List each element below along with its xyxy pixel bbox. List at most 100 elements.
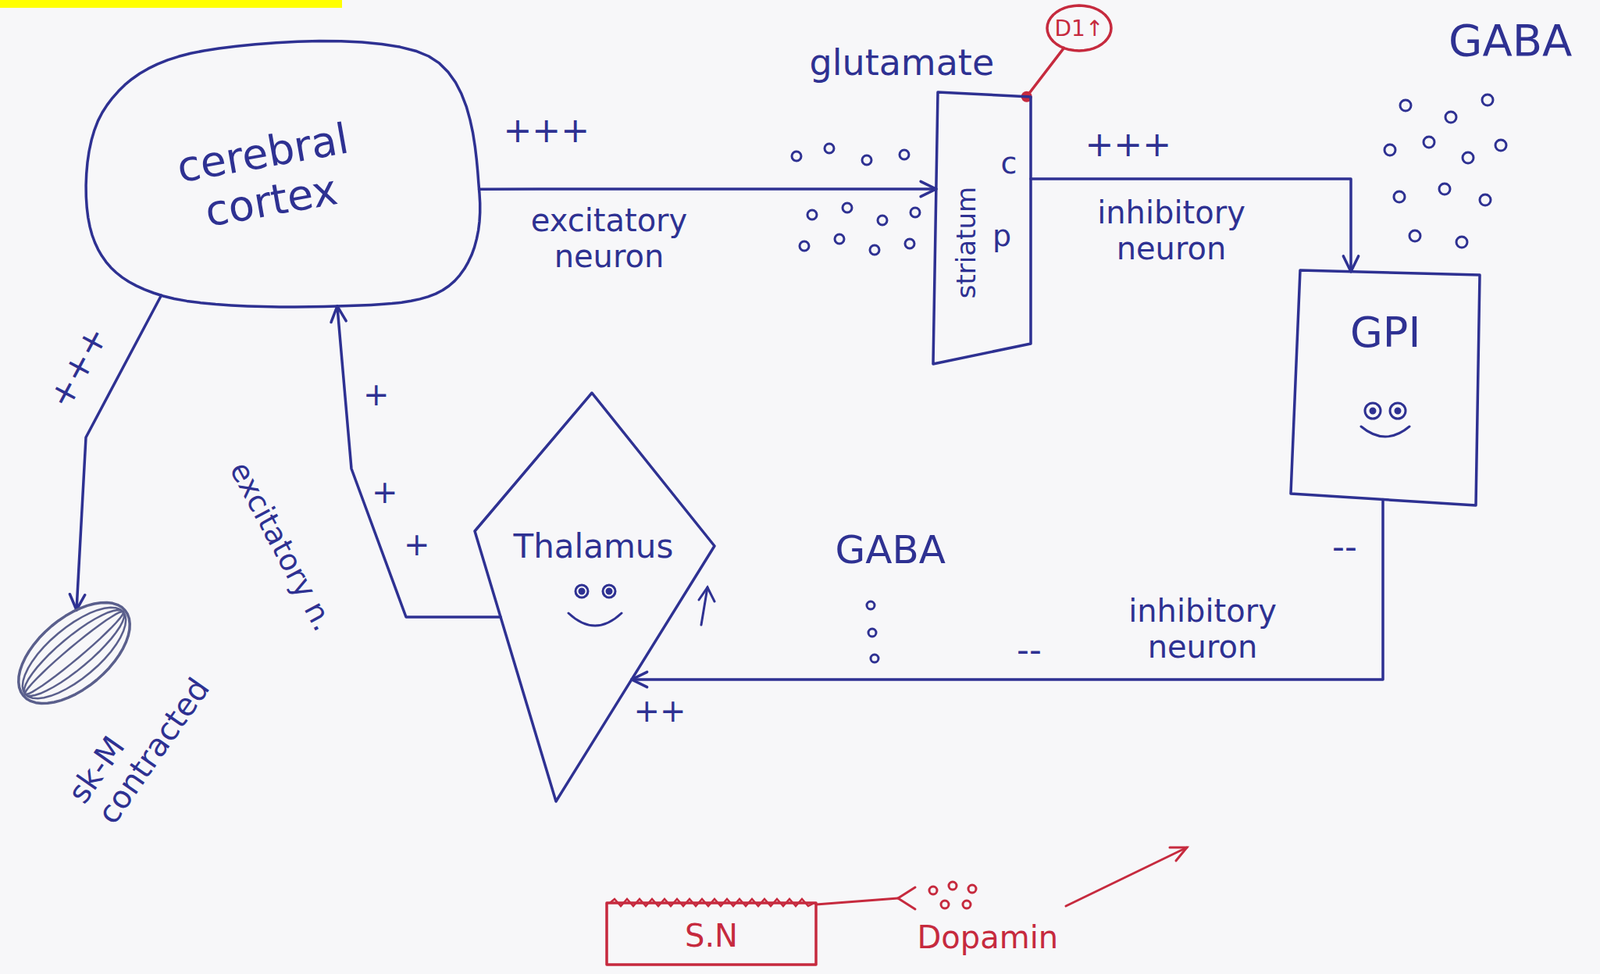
edge-label: inhibitory neuron <box>1093 592 1312 665</box>
connector-line <box>1026 47 1065 97</box>
annotation-label: +++ <box>503 110 591 151</box>
vesicle <box>929 886 938 895</box>
highlight-bar <box>0 0 343 8</box>
edge-label: excitatory n. <box>222 456 341 637</box>
neuron-squiggle <box>609 898 815 906</box>
muscle-label: sk-M contracted <box>60 622 236 831</box>
annotation-label: -- <box>1016 630 1042 670</box>
smiley-face <box>1361 402 1410 437</box>
face-pupil <box>606 588 612 594</box>
part-letter: p <box>992 219 1012 254</box>
node-border <box>1290 270 1480 506</box>
face-eye <box>602 584 616 598</box>
cortex-blob: cerebral cortex <box>85 42 489 313</box>
muscle-fiber <box>24 609 125 696</box>
node-border <box>85 41 481 307</box>
vesicle <box>862 155 872 165</box>
vesicle <box>834 234 845 244</box>
muscle-fibers <box>22 607 126 699</box>
gaba-vesicles <box>866 601 879 663</box>
vesicle <box>910 207 920 218</box>
vesicle <box>940 900 949 909</box>
vesicle <box>905 238 915 249</box>
connector <box>631 499 1383 688</box>
vesicle <box>1445 111 1457 123</box>
node-outline <box>1290 270 1480 506</box>
vesicle <box>1462 152 1474 164</box>
connector-line <box>631 499 1383 681</box>
vesicle <box>1495 139 1507 151</box>
annotation-label: GABA <box>835 527 946 574</box>
connector <box>331 306 501 617</box>
arrow-head <box>1169 847 1187 861</box>
connector <box>1021 47 1065 102</box>
muscle-fiber <box>24 611 124 695</box>
node-border <box>18 602 130 703</box>
vesicle <box>948 881 957 890</box>
connector-line <box>479 187 937 191</box>
vesicle <box>1400 99 1412 111</box>
annotation-label: ++ <box>634 692 687 729</box>
vesicle <box>1393 191 1405 203</box>
vesicle <box>962 900 971 909</box>
region-name: cerebral cortex <box>146 110 387 246</box>
annotation-label: glutamate <box>809 42 995 84</box>
globus-pallidus-box: GPI <box>1290 270 1480 506</box>
skeletal-muscle: sk-M contracted <box>6 577 264 836</box>
striatum-box: striatumcp <box>933 92 1031 364</box>
face-mouth <box>568 612 622 626</box>
arrow-head <box>1343 256 1358 272</box>
face-eye <box>575 584 588 598</box>
vesicle <box>791 151 802 161</box>
part-letter: c <box>1001 146 1018 182</box>
vesicle <box>799 241 809 251</box>
annotation-label: +++ <box>40 319 117 414</box>
node-outline <box>468 386 719 809</box>
annotation-label: + <box>371 473 399 510</box>
axon-line <box>816 897 898 905</box>
face-pupil <box>1395 408 1401 414</box>
annotation-label: + <box>363 376 390 413</box>
vesicle <box>1479 194 1491 206</box>
edge-label: inhibitory neuron <box>1061 194 1281 267</box>
connector <box>1030 178 1359 272</box>
connector <box>479 181 937 196</box>
glutamate-vesicles <box>791 143 920 255</box>
axon-terminal <box>897 887 916 909</box>
smiley-face <box>568 584 622 626</box>
face-eye <box>1364 402 1381 419</box>
vesicle <box>869 245 880 255</box>
arrow-head <box>920 181 937 196</box>
node-outline <box>933 92 1031 364</box>
vesicle <box>824 143 834 154</box>
vesicle <box>870 654 879 663</box>
vesicle <box>968 884 977 893</box>
vesicle <box>866 601 875 610</box>
receptor-circle: D1↑ <box>1044 3 1114 54</box>
structure-name: S.N <box>684 917 738 954</box>
vesicle <box>1409 230 1421 242</box>
vesicle <box>842 203 852 213</box>
annotation-label: -- <box>1332 527 1358 567</box>
vesicle <box>899 149 909 160</box>
vesicle <box>877 215 888 225</box>
receptor-label: D1↑ <box>1054 16 1105 42</box>
vesicle <box>1482 94 1494 106</box>
thalamus-arrow <box>698 587 715 625</box>
arrow-head <box>331 306 346 323</box>
connector-line <box>337 306 501 617</box>
arrow-head <box>698 587 715 602</box>
structure-name: Thalamus <box>513 527 674 566</box>
face-mouth <box>1361 426 1410 437</box>
vesicle <box>1384 144 1396 156</box>
annotation-label: GABA <box>1448 15 1572 66</box>
vesicle <box>868 628 877 637</box>
structure-name: GPI <box>1350 308 1421 357</box>
node-border <box>1047 5 1112 51</box>
dopamine-arrow <box>1065 847 1187 906</box>
face-pupil <box>579 588 585 594</box>
face-pupil <box>1370 408 1376 414</box>
vesicle <box>1439 183 1451 195</box>
thalamus-diamond: Thalamus <box>468 386 719 809</box>
